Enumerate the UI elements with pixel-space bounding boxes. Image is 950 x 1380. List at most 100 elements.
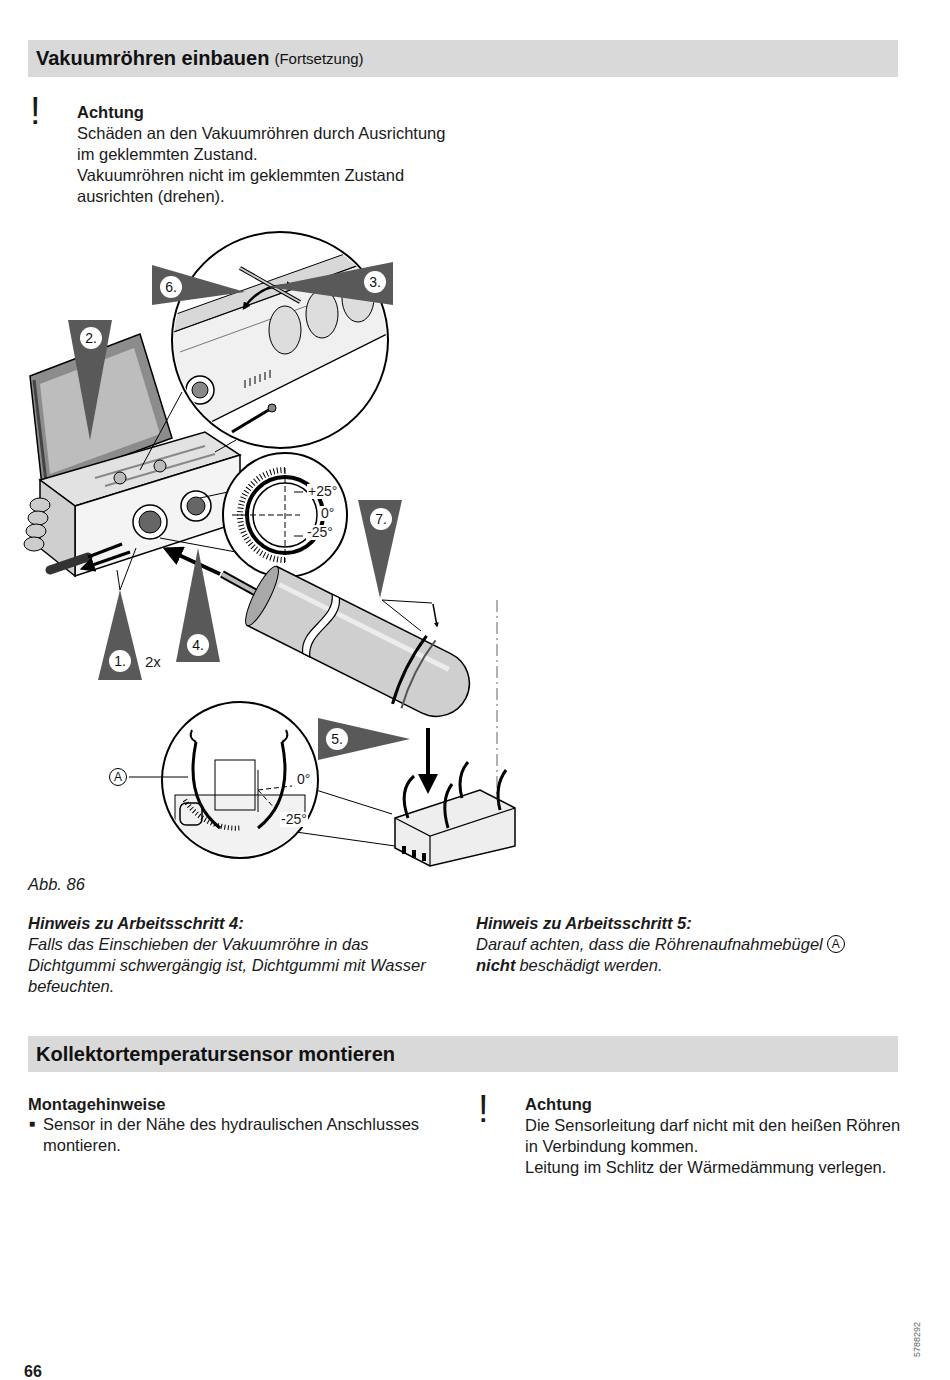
warning-text: Schäden an den Vakuumröhren durch Ausric… — [77, 123, 455, 165]
clip-detail — [175, 795, 305, 865]
warning-sign: ! — [30, 92, 41, 130]
detail-housing — [265, 372, 266, 380]
part-letter: A — [110, 769, 126, 785]
vacuum-tube — [238, 558, 483, 732]
tube-holder — [422, 853, 426, 861]
angle-scale — [285, 468, 286, 562]
step-callout: 4. — [174, 546, 222, 664]
angle-scale — [232, 468, 323, 562]
note-heading: Hinweis zu Arbeitsschritt 5: — [476, 913, 692, 934]
clip-detail — [180, 803, 202, 825]
callout-number: 6. — [160, 276, 182, 298]
leader-lines — [382, 600, 437, 631]
manifold-housing — [114, 472, 126, 484]
callout-number: 3. — [364, 271, 386, 293]
tube-holder — [445, 784, 452, 828]
hose-connection — [30, 498, 50, 512]
page-number: 66 — [24, 1362, 42, 1380]
heading-band: Kollektortemperatursensor montieren — [28, 1036, 898, 1072]
detail-housing — [192, 382, 208, 398]
vacuum-tube — [299, 592, 343, 658]
manifold-housing — [105, 454, 215, 486]
detail-zoom-lines — [316, 790, 392, 814]
step-callout: 3. — [265, 258, 395, 308]
warning-heading: Achtung — [77, 102, 144, 123]
hose-connection — [26, 524, 46, 538]
detail-housing — [268, 404, 276, 412]
document-code: 5788292 — [912, 1322, 923, 1357]
clip-detail — [193, 742, 220, 828]
heading-band: Vakuumröhren einbauen (Fortsetzung) — [28, 40, 898, 77]
center-line — [497, 600, 498, 800]
clip-detail — [258, 770, 259, 812]
angle-value: -25° — [280, 812, 308, 827]
removal-arrow — [84, 552, 130, 568]
tube-holder — [395, 808, 515, 836]
detail-housing — [186, 376, 214, 404]
note-text: beschädigt werden. — [519, 955, 662, 976]
clip-detail — [282, 730, 287, 742]
leader-lines — [433, 604, 437, 626]
manifold-housing — [133, 505, 167, 539]
leader-lines — [382, 600, 432, 603]
leader-line — [129, 777, 188, 778]
detail-housing — [255, 376, 256, 384]
tube-holder — [429, 836, 430, 866]
tube-holder — [460, 762, 468, 798]
warning-text: Leitung im Schlitz der Wärmedämmung verl… — [525, 1157, 903, 1178]
part-letter: A — [828, 936, 844, 952]
clip-detail — [215, 760, 255, 810]
callout-triangle — [152, 265, 245, 305]
manifold-housing — [154, 460, 166, 472]
angle-value: 0° — [296, 772, 311, 787]
callout-triangle — [68, 320, 112, 440]
callout-number: 5. — [326, 728, 348, 750]
open-lid — [34, 380, 46, 482]
hose-connection — [28, 511, 48, 525]
step-callout: 1. — [96, 588, 144, 682]
leader-lines — [117, 548, 136, 590]
tube-holder — [395, 762, 515, 866]
vacuum-tube — [247, 566, 480, 727]
step-callout: 2. — [66, 318, 114, 443]
angle-value: -25° — [306, 525, 334, 540]
leader-lines — [382, 600, 421, 631]
detail-housing — [250, 378, 251, 386]
callout-triangle — [176, 548, 220, 662]
callout-number: 1. — [109, 650, 131, 672]
detail-zoom-lines — [296, 832, 395, 846]
angle-detail-circle — [223, 453, 347, 577]
detail-zoom-lines — [200, 492, 228, 498]
tube-holder — [404, 776, 414, 818]
note-heading: Hinweis zu Arbeitsschritt 4: — [28, 913, 244, 934]
angle-scale — [294, 536, 303, 537]
vacuum-tube — [240, 563, 284, 629]
hose-connection — [24, 537, 44, 551]
quantity-note: 2x — [145, 652, 161, 671]
section-title: Kollektortemperatursensor montieren — [36, 1043, 395, 1066]
manifold-housing — [40, 432, 240, 576]
detail-housing — [260, 374, 261, 382]
section-title: Vakuumröhren einbauen — [36, 47, 269, 70]
callout-number: 4. — [187, 634, 209, 656]
callout-number: 2. — [80, 327, 102, 349]
warning-sign: ! — [478, 1090, 489, 1128]
step-callout: 5. — [316, 716, 412, 762]
clip-detail — [175, 730, 305, 865]
leader-lines — [120, 548, 136, 590]
clip-detail — [258, 790, 276, 810]
callout-number: 7. — [370, 508, 392, 530]
step-callout: 7. — [356, 498, 404, 600]
warning-text: Vakuumröhren nicht im geklemmten Zustand… — [77, 165, 455, 207]
callout-triangle — [98, 590, 142, 680]
manifold-housing — [75, 455, 240, 576]
clip-detail — [191, 730, 196, 742]
manifold-housing — [187, 497, 205, 515]
manifold-housing — [139, 511, 161, 533]
section-subtitle: (Fortsetzung) — [274, 49, 363, 68]
place-arrow — [426, 728, 430, 788]
vacuum-tube — [389, 634, 426, 704]
part-marker: A — [827, 935, 845, 953]
callout-triangle — [358, 500, 402, 598]
